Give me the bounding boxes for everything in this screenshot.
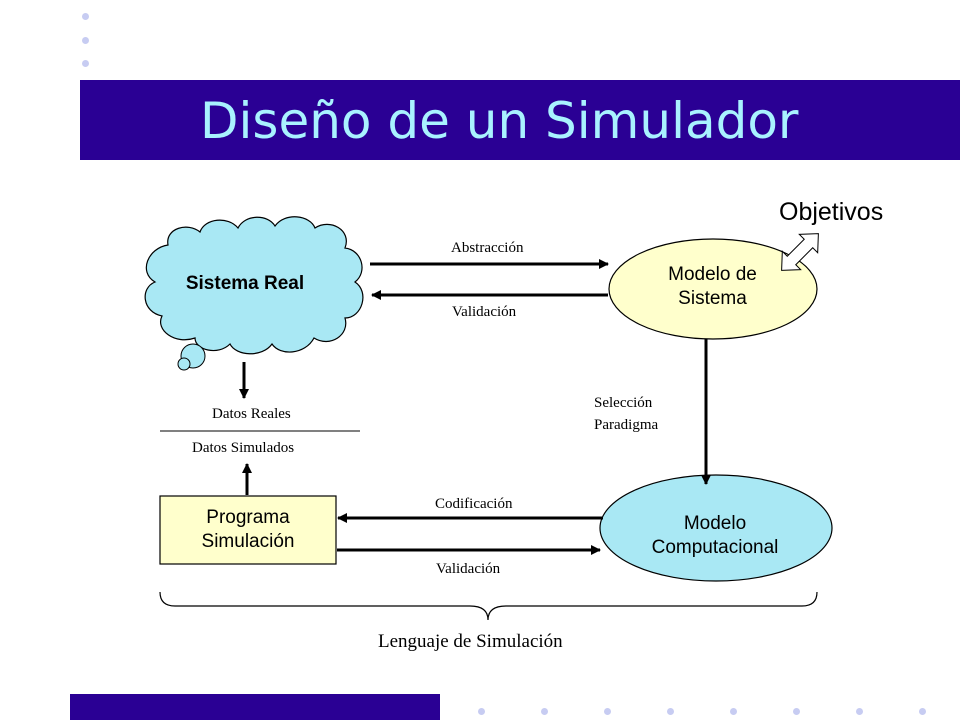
- modelo-computacional-line2: Computacional: [651, 537, 779, 558]
- sistema-real-label: Sistema Real: [185, 273, 305, 294]
- title-bar: [80, 80, 960, 160]
- programa-simulacion-node: [159, 495, 337, 565]
- programa-simulacion-label: Programa Simulación: [160, 506, 336, 554]
- seleccion-label: Selección Paradigma: [594, 392, 658, 436]
- slide-title: Diseño de un Simulador: [200, 92, 799, 150]
- programa-simulacion-line2: Simulación: [201, 531, 295, 552]
- modelo-computacional-label: Modelo Computacional: [630, 512, 800, 560]
- modelo-sistema-line1: Modelo de: [668, 264, 757, 285]
- datos-reales-label: Datos Reales: [212, 406, 291, 422]
- modelo-sistema-node: [608, 238, 818, 340]
- modelo-sistema-line2: Sistema: [678, 288, 747, 309]
- abstraccion-label: Abstracción: [451, 240, 524, 256]
- objetivos-double-arrow: [781, 233, 819, 271]
- sistema-real-cloud: [144, 216, 364, 371]
- validacion-bottom-label: Validación: [436, 561, 501, 577]
- seleccion-line1: Selección: [594, 395, 653, 411]
- validacion-top-label: Validación: [452, 304, 517, 320]
- seleccion-line2: Paradigma: [594, 417, 659, 433]
- lenguaje-brace: [159, 591, 818, 621]
- modelo-computacional-line1: Modelo: [683, 513, 747, 534]
- modelo-computacional-node: [599, 474, 833, 582]
- codificacion-label: Codificación: [435, 496, 513, 512]
- datos-simulados-label: Datos Simulados: [192, 440, 295, 456]
- programa-simulacion-line1: Programa: [206, 507, 290, 528]
- objetivos-label: Objetivos: [779, 198, 884, 226]
- lenguaje-label: Lenguaje de Simulación: [378, 631, 563, 652]
- modelo-sistema-label: Modelo de Sistema: [640, 263, 785, 311]
- bottom-bar: [70, 694, 440, 720]
